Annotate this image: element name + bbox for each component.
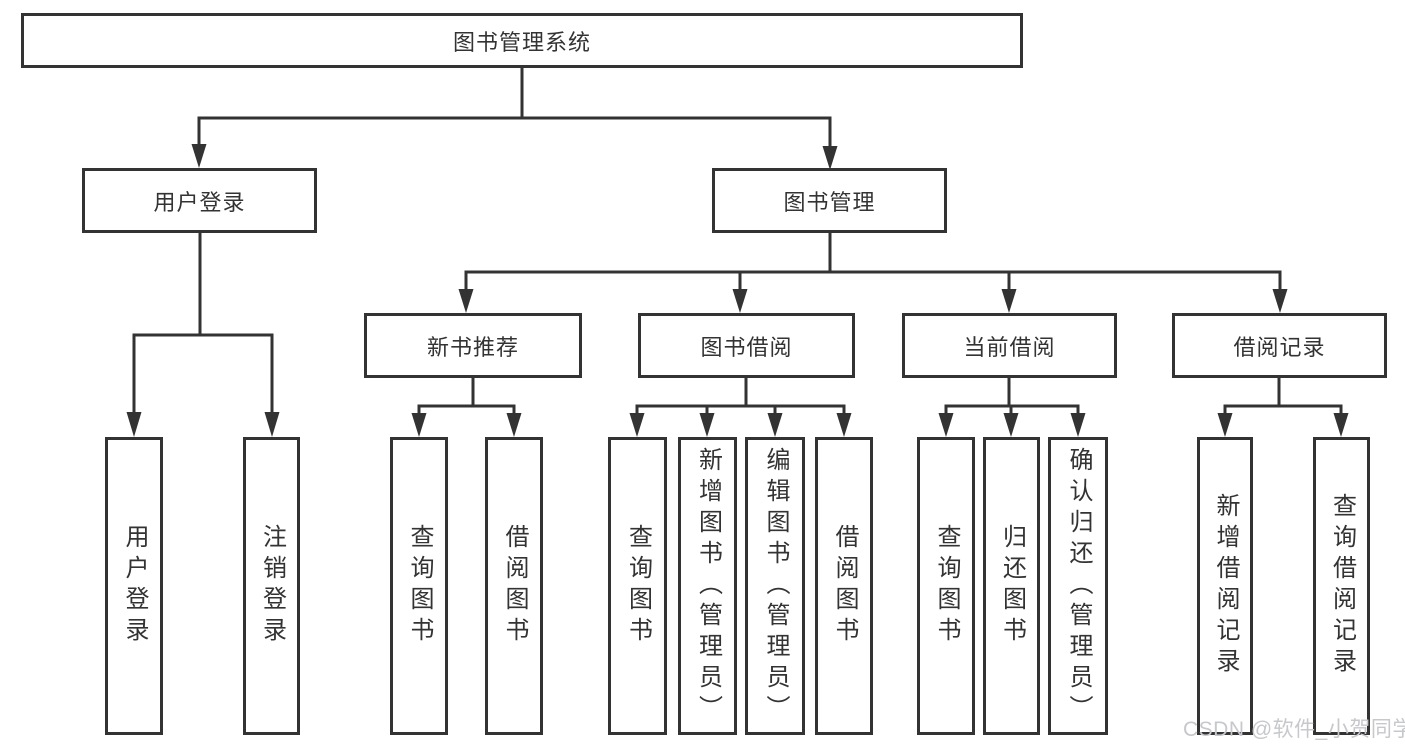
leaf-confirm-return-admin-label: 确认归还（管理员）	[1065, 446, 1092, 726]
node-root-label: 图书管理系统	[452, 29, 591, 55]
leaf-confirm-return-admin: 确认归还（管理员）	[1048, 437, 1108, 735]
leaf-add-borrow-record-label: 新增借阅记录	[1212, 493, 1239, 679]
leaf-query-book-label: 查询图书	[624, 524, 652, 648]
node-book-borrowing-label: 图书借阅	[700, 334, 793, 360]
leaf-query-book: 查询图书	[390, 437, 448, 735]
node-book-management-label: 图书管理	[783, 189, 876, 215]
node-user-login: 用户登录	[82, 168, 317, 233]
leaf-edit-book-admin-label: 编辑图书（管理员）	[762, 446, 789, 726]
leaf-query-book-label: 查询图书	[933, 524, 960, 648]
leaf-query-book: 查询图书	[917, 437, 975, 735]
leaf-return-book: 归还图书	[983, 437, 1040, 735]
node-current-borrowing: 当前借阅	[902, 313, 1117, 378]
leaf-query-borrow-record: 查询借阅记录	[1313, 437, 1370, 735]
leaf-edit-book-admin: 编辑图书（管理员）	[745, 437, 805, 735]
node-new-book-recommend-label: 新书推荐	[426, 334, 519, 360]
node-book-management: 图书管理	[712, 168, 947, 233]
leaf-query-book: 查询图书	[608, 437, 667, 735]
node-current-borrowing-label: 当前借阅	[963, 334, 1056, 360]
leaf-borrow-book-label: 借阅图书	[831, 524, 858, 648]
leaf-user-login-label: 用户登录	[121, 524, 148, 648]
leaf-logout-label: 注销登录	[258, 524, 286, 648]
leaf-add-book-admin-label: 新增图书（管理员）	[694, 446, 722, 726]
csdn-watermark: CSDN @软件_小贺同学	[1183, 718, 1405, 741]
leaf-query-book-label: 查询图书	[406, 524, 433, 648]
leaf-return-book-label: 归还图书	[998, 524, 1026, 648]
leaf-user-login: 用户登录	[105, 437, 163, 735]
node-new-book-recommend: 新书推荐	[364, 313, 582, 378]
leaf-borrow-book: 借阅图书	[485, 437, 543, 735]
node-book-borrowing: 图书借阅	[638, 313, 855, 378]
leaf-logout: 注销登录	[243, 437, 300, 735]
node-user-login-label: 用户登录	[153, 189, 246, 215]
leaf-borrow-book: 借阅图书	[815, 437, 873, 735]
leaf-borrow-book-label: 借阅图书	[501, 524, 528, 648]
node-borrowing-records: 借阅记录	[1172, 313, 1387, 378]
node-borrowing-records-label: 借阅记录	[1233, 334, 1326, 360]
leaf-add-borrow-record: 新增借阅记录	[1197, 437, 1253, 735]
node-root: 图书管理系统	[21, 13, 1023, 68]
leaf-query-borrow-record-label: 查询借阅记录	[1328, 493, 1356, 679]
leaf-add-book-admin: 新增图书（管理员）	[678, 437, 737, 735]
